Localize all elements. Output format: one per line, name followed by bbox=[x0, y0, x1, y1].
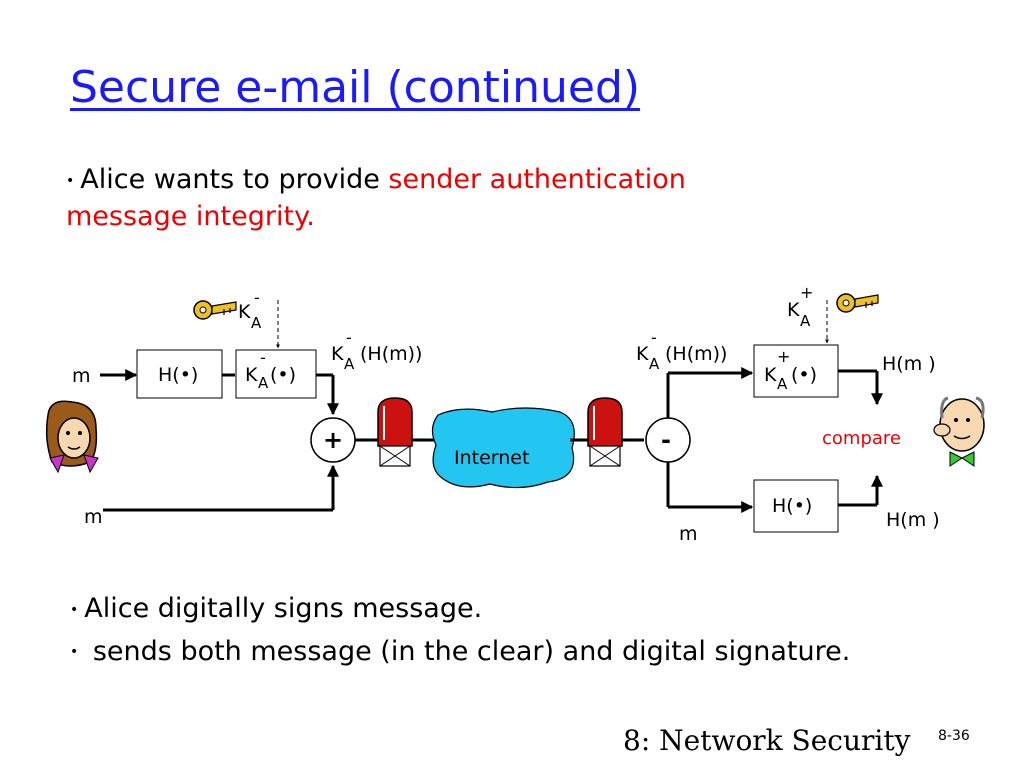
combine-operator: + bbox=[323, 426, 343, 454]
hash-box-sender: H(•) bbox=[158, 364, 198, 386]
slide-title: Secure e-mail (continued) bbox=[70, 62, 641, 113]
split-operator: - bbox=[661, 426, 671, 454]
alice-icon bbox=[45, 400, 99, 474]
m-label-bottom-right: m bbox=[679, 523, 698, 545]
mailbox-icon-receiver bbox=[587, 397, 623, 467]
footer-chapter: 8: Network Security bbox=[623, 724, 911, 757]
sign-box-private-key: K A - (•) bbox=[245, 348, 296, 392]
m-label-bottom-left: m bbox=[84, 506, 103, 528]
hash-box-receiver: H(•) bbox=[772, 495, 812, 517]
signed-hash-label-receiver: K A - (H(m)) bbox=[636, 328, 727, 373]
svg-text:-: - bbox=[346, 328, 352, 347]
svg-text:-: - bbox=[260, 348, 266, 367]
svg-text:+: + bbox=[777, 347, 790, 366]
public-key-label: K A + bbox=[787, 283, 813, 330]
compare-label: compare bbox=[822, 428, 901, 449]
svg-text:A: A bbox=[800, 312, 811, 330]
m-label-top-left: m bbox=[72, 365, 91, 387]
svg-text:K: K bbox=[764, 364, 777, 386]
svg-text:A: A bbox=[649, 355, 660, 373]
svg-text:-: - bbox=[651, 328, 657, 347]
internet-cloud bbox=[431, 407, 575, 489]
svg-text:(•): (•) bbox=[791, 364, 817, 386]
bullets-signing: •Alice digitally signs message. • sends … bbox=[70, 588, 850, 673]
svg-text:-: - bbox=[254, 288, 260, 307]
svg-text:(H(m)): (H(m)) bbox=[360, 343, 422, 365]
private-key-label: K A - bbox=[238, 288, 262, 332]
svg-text:K: K bbox=[331, 343, 344, 365]
public-key-icon bbox=[836, 293, 879, 313]
svg-text:A: A bbox=[258, 374, 269, 392]
svg-text:(H(m)): (H(m)) bbox=[665, 343, 727, 365]
svg-text:A: A bbox=[251, 314, 262, 332]
svg-text:A: A bbox=[777, 375, 788, 393]
verify-box-public-key: K A + (•) bbox=[764, 347, 817, 393]
svg-text:K: K bbox=[238, 301, 251, 323]
bullet-sends-both: • sends both message (in the clear) and … bbox=[70, 635, 851, 667]
signed-hash-label-sender: K A - (H(m)) bbox=[331, 328, 422, 373]
bullet-prefix: Alice wants to provide bbox=[80, 164, 389, 195]
svg-text:K: K bbox=[245, 364, 258, 386]
hash-value-bottom: H(m ) bbox=[886, 509, 940, 531]
private-key-icon bbox=[193, 300, 237, 320]
sender-authentication-text: sender authentication bbox=[388, 164, 686, 195]
svg-text:A: A bbox=[344, 355, 355, 373]
svg-text:(•): (•) bbox=[270, 364, 296, 386]
bullet-alice-wants: • Alice wants to provide sender authentic… bbox=[66, 162, 866, 235]
bullet-digitally-signs: •Alice digitally signs message. bbox=[70, 593, 483, 624]
message-integrity-text: message integrity. bbox=[66, 200, 315, 232]
svg-text:+: + bbox=[800, 283, 813, 302]
svg-text:K: K bbox=[636, 343, 649, 365]
bob-icon bbox=[933, 396, 985, 467]
mailbox-icon-sender bbox=[377, 397, 413, 467]
page-number: 8-36 bbox=[938, 728, 970, 744]
bullet-dot: • bbox=[66, 172, 75, 189]
svg-text:K: K bbox=[787, 299, 800, 321]
internet-label: Internet bbox=[454, 447, 529, 469]
hash-value-top: H(m ) bbox=[882, 353, 936, 375]
